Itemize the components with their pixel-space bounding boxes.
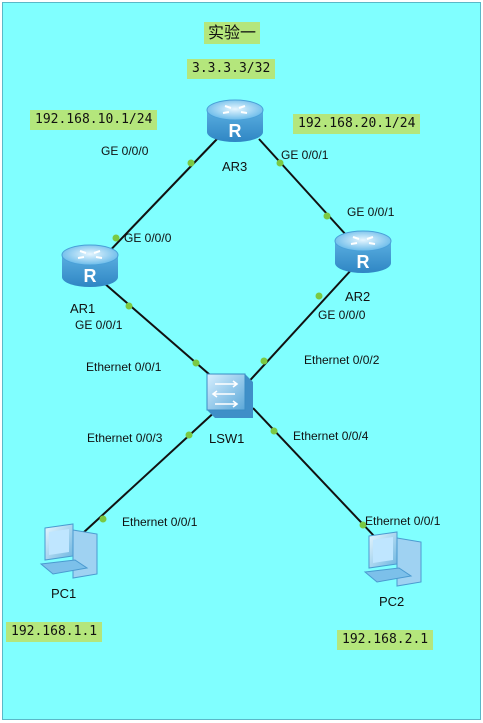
svg-text:R: R	[229, 121, 242, 141]
device-label-pc2: PC2	[379, 594, 405, 609]
device-label-lsw1: LSW1	[209, 431, 245, 446]
port-label-ar3-ge000: GE 0/0/0	[101, 144, 149, 158]
topology-svg: R R R	[39, 99, 422, 587]
port-dot	[260, 357, 268, 365]
link-ar3-ar2	[258, 138, 358, 248]
port-label-ar1-ge001: GE 0/0/1	[75, 318, 123, 332]
router-ar3-icon[interactable]: R	[206, 99, 264, 142]
router-ar1-icon[interactable]: R	[61, 244, 119, 287]
link-ar3-ar1	[100, 138, 218, 261]
port-dot	[187, 159, 195, 167]
port-dot	[323, 212, 331, 220]
link-lsw1-pc2	[252, 407, 376, 538]
ar3-loopback-address: 3.3.3.3/32	[187, 59, 276, 79]
port-label-lsw1-e001: Ethernet 0/0/1	[86, 360, 162, 374]
pc2-icon[interactable]	[363, 531, 422, 587]
port-label-ar1-ge000: GE 0/0/0	[124, 231, 172, 245]
port-label-ar2-ge001: GE 0/0/1	[347, 205, 395, 219]
pc1-icon[interactable]	[39, 523, 98, 579]
port-dot	[112, 234, 120, 242]
port-dots	[99, 159, 367, 529]
device-label-pc1: PC1	[51, 586, 77, 601]
port-dot	[270, 427, 278, 435]
port-dot	[315, 292, 323, 300]
port-dot	[125, 302, 133, 310]
port-label-lsw1-e003: Ethernet 0/0/3	[87, 431, 163, 445]
svg-text:R: R	[84, 266, 97, 286]
pc2-ip-address: 192.168.2.1	[337, 630, 434, 650]
port-dot	[192, 359, 200, 367]
port-dot	[276, 159, 284, 167]
port-label-pc1-e001: Ethernet 0/0/1	[122, 515, 198, 529]
links	[82, 138, 376, 538]
port-label-ar2-ge000: GE 0/0/0	[318, 308, 366, 322]
port-label-lsw1-e004: Ethernet 0/0/4	[293, 429, 369, 443]
port-dot	[359, 521, 367, 529]
device-label-ar2: AR2	[345, 289, 371, 304]
device-label-ar3: AR3	[222, 159, 248, 174]
svg-text:R: R	[357, 252, 370, 272]
pc1-ip-address: 192.168.1.1	[6, 622, 103, 642]
port-label-pc2-e001: Ethernet 0/0/1	[365, 514, 441, 528]
link-ar2-lsw1	[242, 267, 354, 389]
device-label-ar1: AR1	[70, 301, 96, 316]
switch-lsw1-icon[interactable]	[206, 373, 253, 418]
port-label-ar3-ge001: GE 0/0/1	[281, 148, 329, 162]
router-ar2-icon[interactable]: R	[334, 230, 392, 273]
port-dot	[99, 515, 107, 523]
port-dot	[185, 431, 193, 439]
diagram-title: 实验一	[204, 22, 261, 44]
port-label-lsw1-e002: Ethernet 0/0/2	[304, 353, 380, 367]
link-ar1-lsw1	[103, 282, 226, 389]
right-network-address: 192.168.20.1/24	[293, 114, 421, 134]
left-network-address: 192.168.10.1/24	[30, 110, 158, 130]
link-lsw1-pc1	[82, 407, 220, 534]
